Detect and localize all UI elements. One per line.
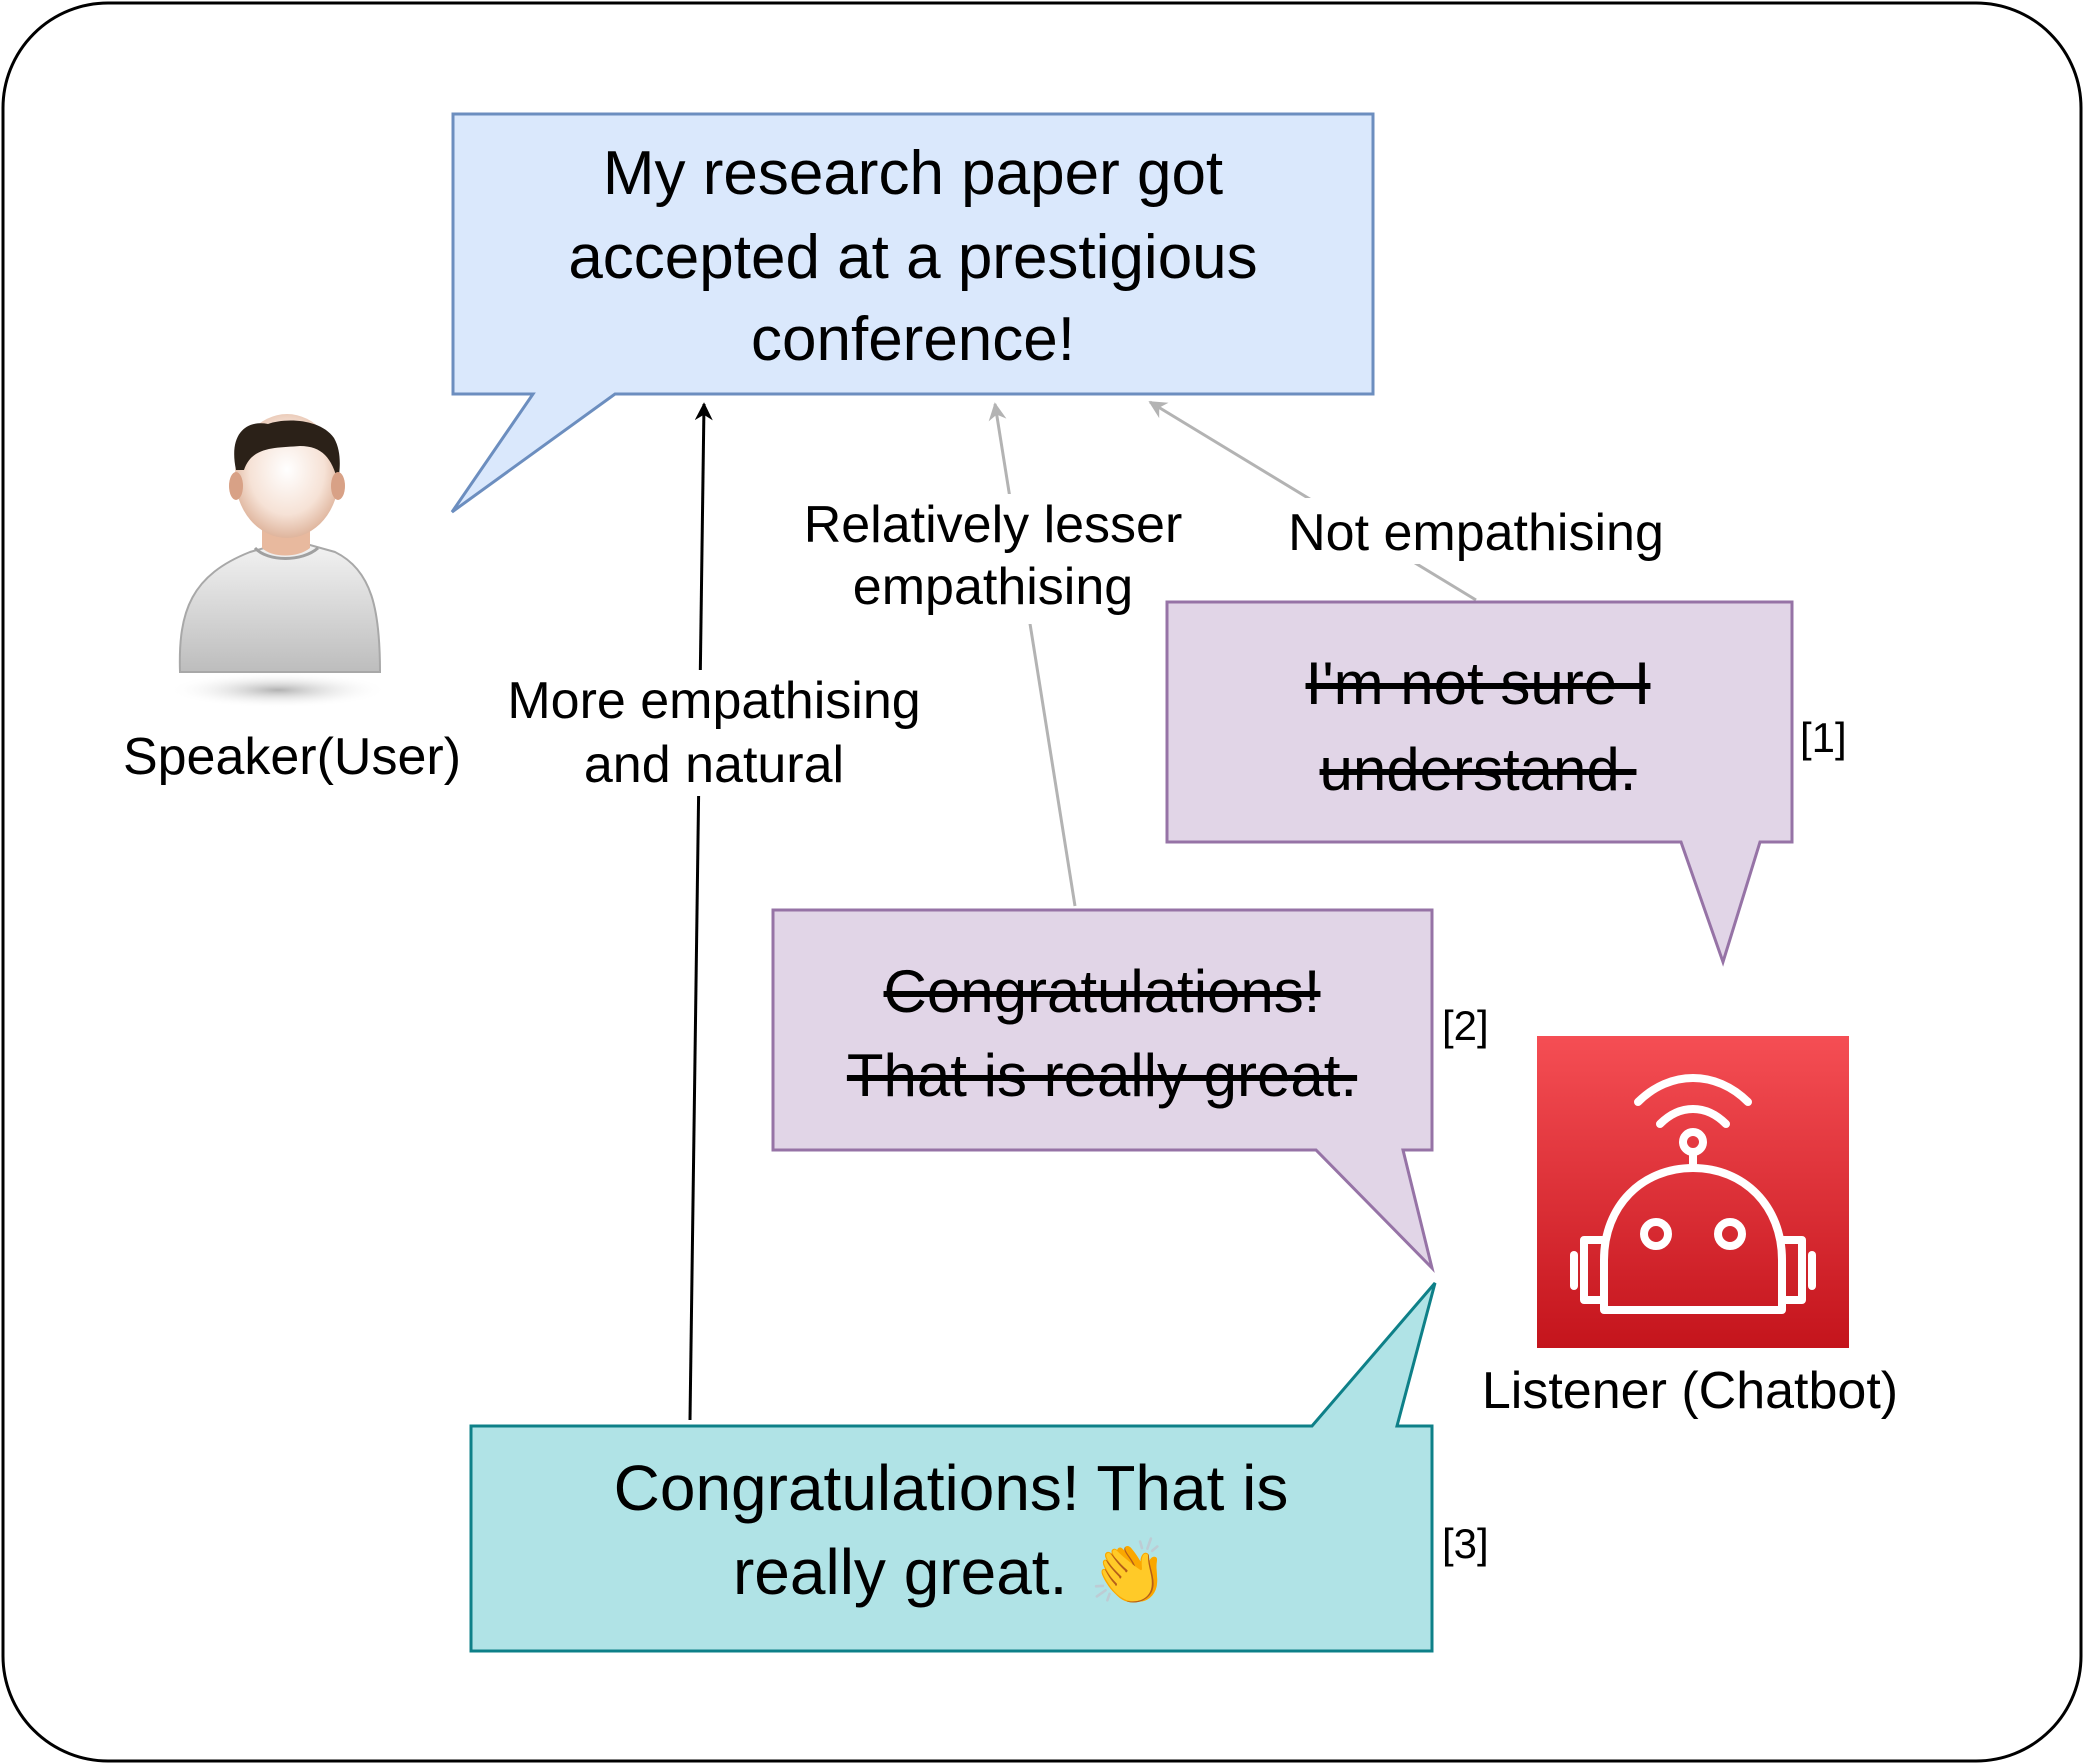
response-3-line-2: really great. 👏 — [733, 1536, 1169, 1610]
response-1-line-2: understand. — [1320, 736, 1637, 803]
response-2-line-2: That is really great. — [847, 1042, 1357, 1109]
edge-label-response-2-line-1: Relatively lesser — [804, 496, 1183, 554]
edge-label-response-1: Not empathising — [1272, 498, 1680, 564]
response-3-tag: [3] — [1442, 1520, 1489, 1567]
response-2-bubble — [771, 908, 1435, 1273]
response-1-bubble — [1165, 600, 1794, 967]
robot-icon — [1537, 1036, 1849, 1348]
user-message-line-2: accepted at a prestigious — [568, 223, 1257, 292]
speaker-caption: Speaker(User) — [123, 728, 461, 786]
edge-response-2 — [988, 402, 1077, 907]
edge-label-response-2: Relatively lesser empathising — [788, 494, 1198, 624]
user-message-line-3: conference! — [751, 305, 1075, 374]
user-message-bubble — [450, 112, 1375, 514]
edge-label-response-3-line-1: More empathising — [507, 672, 920, 730]
clapping-hands-icon: 👏 — [1089, 1536, 1169, 1610]
user-avatar-icon — [168, 414, 388, 708]
edge-label-response-3: More empathising and natural — [492, 670, 936, 796]
response-3-line-2-text: really great. — [733, 1536, 1067, 1608]
listener-caption: Listener (Chatbot) — [1482, 1362, 1898, 1420]
edge-label-response-2-line-2: empathising — [853, 558, 1133, 616]
user-message-line-1: My research paper got — [603, 139, 1223, 208]
response-3-bubble — [469, 1282, 1437, 1653]
response-3-line-1: Congratulations! That is — [614, 1452, 1289, 1524]
response-1-line-1: I'm not sure I — [1306, 650, 1651, 717]
edge-response-3 — [688, 402, 713, 1421]
response-2-tag: [2] — [1442, 1002, 1489, 1049]
response-2-line-1: Congratulations! — [884, 958, 1321, 1025]
edge-label-response-1-line-1: Not empathising — [1288, 504, 1664, 562]
edge-label-response-3-line-2: and natural — [584, 736, 844, 794]
response-1-tag: [1] — [1800, 714, 1847, 761]
